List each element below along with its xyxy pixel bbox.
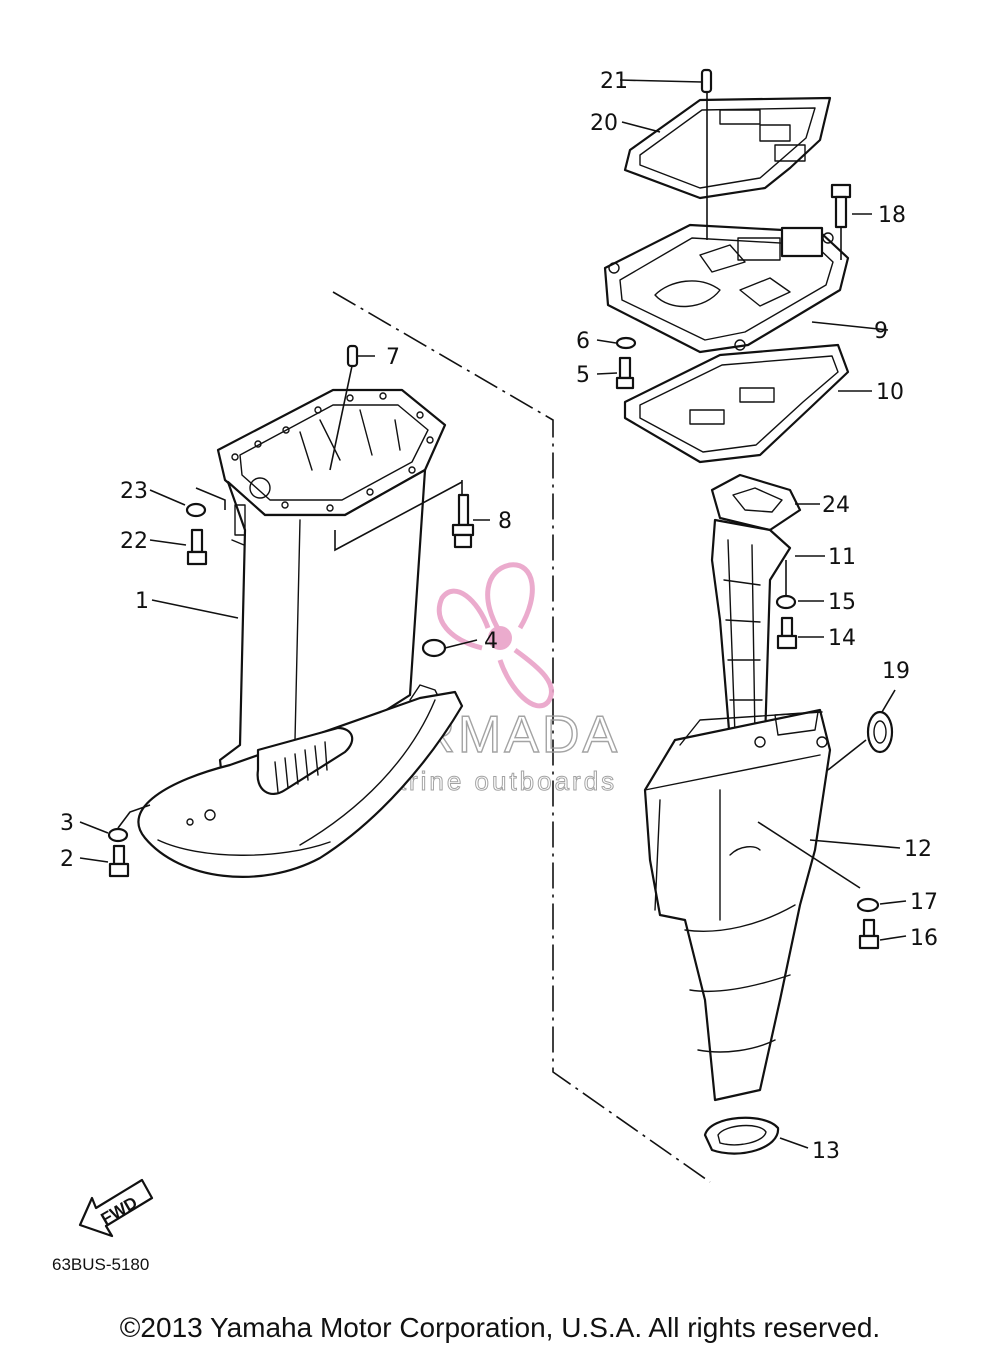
washer-6	[615, 336, 637, 350]
bolt-2	[108, 844, 130, 878]
assembly-boundary-line	[332, 291, 711, 1183]
callout-24: 24	[822, 493, 850, 518]
leader-lines	[79, 79, 907, 1149]
bottom-seal-drawing	[703, 1116, 780, 1155]
propeller-logo-icon	[436, 562, 555, 709]
callouts: 21 20 18 9 6 5 10 24 11 15 14 19 12 17 1…	[60, 69, 938, 1164]
callout-10: 10	[876, 380, 904, 405]
washer-3	[107, 827, 129, 843]
exhaust-manifold-plate-drawing	[603, 223, 850, 354]
forward-arrow-icon: FWD	[78, 1178, 154, 1238]
callout-12: 12	[904, 837, 932, 862]
bolt-5	[615, 356, 635, 390]
washer-15	[775, 594, 797, 610]
dowel-pin-21	[700, 68, 713, 94]
callout-15: 15	[828, 590, 856, 615]
plug-4	[421, 638, 447, 658]
bolt-18	[830, 183, 852, 229]
bolt-16	[858, 918, 880, 950]
dowel-pin-7	[346, 344, 359, 368]
washer-23	[185, 502, 207, 518]
callout-8: 8	[498, 509, 512, 534]
bolt-8	[451, 493, 475, 549]
bolt-14	[776, 616, 798, 650]
callout-11: 11	[828, 545, 856, 570]
callout-23: 23	[120, 479, 148, 504]
callout-2: 2	[60, 847, 74, 872]
callout-14: 14	[828, 626, 856, 651]
exhaust-gasket-drawing	[710, 473, 802, 532]
callout-21: 21	[600, 69, 628, 94]
middle-gasket-drawing	[623, 343, 850, 464]
diagram-code: 63BUS-5180	[52, 1255, 149, 1274]
upper-casing-drawing	[137, 388, 464, 878]
callout-7: 7	[386, 345, 400, 370]
callout-6: 6	[576, 329, 590, 354]
callout-13: 13	[812, 1139, 840, 1164]
callout-9: 9	[874, 319, 888, 344]
exhaust-pipe-drawing	[710, 518, 792, 744]
callout-5: 5	[576, 363, 590, 388]
copyright-notice: ©2013 Yamaha Motor Corporation, U.S.A. A…	[119, 1312, 881, 1343]
callout-20: 20	[590, 111, 618, 136]
bolt-22	[186, 528, 208, 566]
muffler-drawing	[643, 708, 832, 1102]
callout-3: 3	[60, 811, 74, 836]
callout-18: 18	[878, 203, 906, 228]
callout-22: 22	[120, 529, 148, 554]
grommet-drawing	[866, 710, 894, 754]
top-gasket-drawing	[623, 96, 832, 200]
callout-17: 17	[910, 890, 938, 915]
callout-19: 19	[882, 659, 910, 684]
callout-16: 16	[910, 926, 938, 951]
washer-17	[856, 897, 880, 913]
callout-4: 4	[484, 629, 498, 654]
callout-1: 1	[135, 589, 149, 614]
